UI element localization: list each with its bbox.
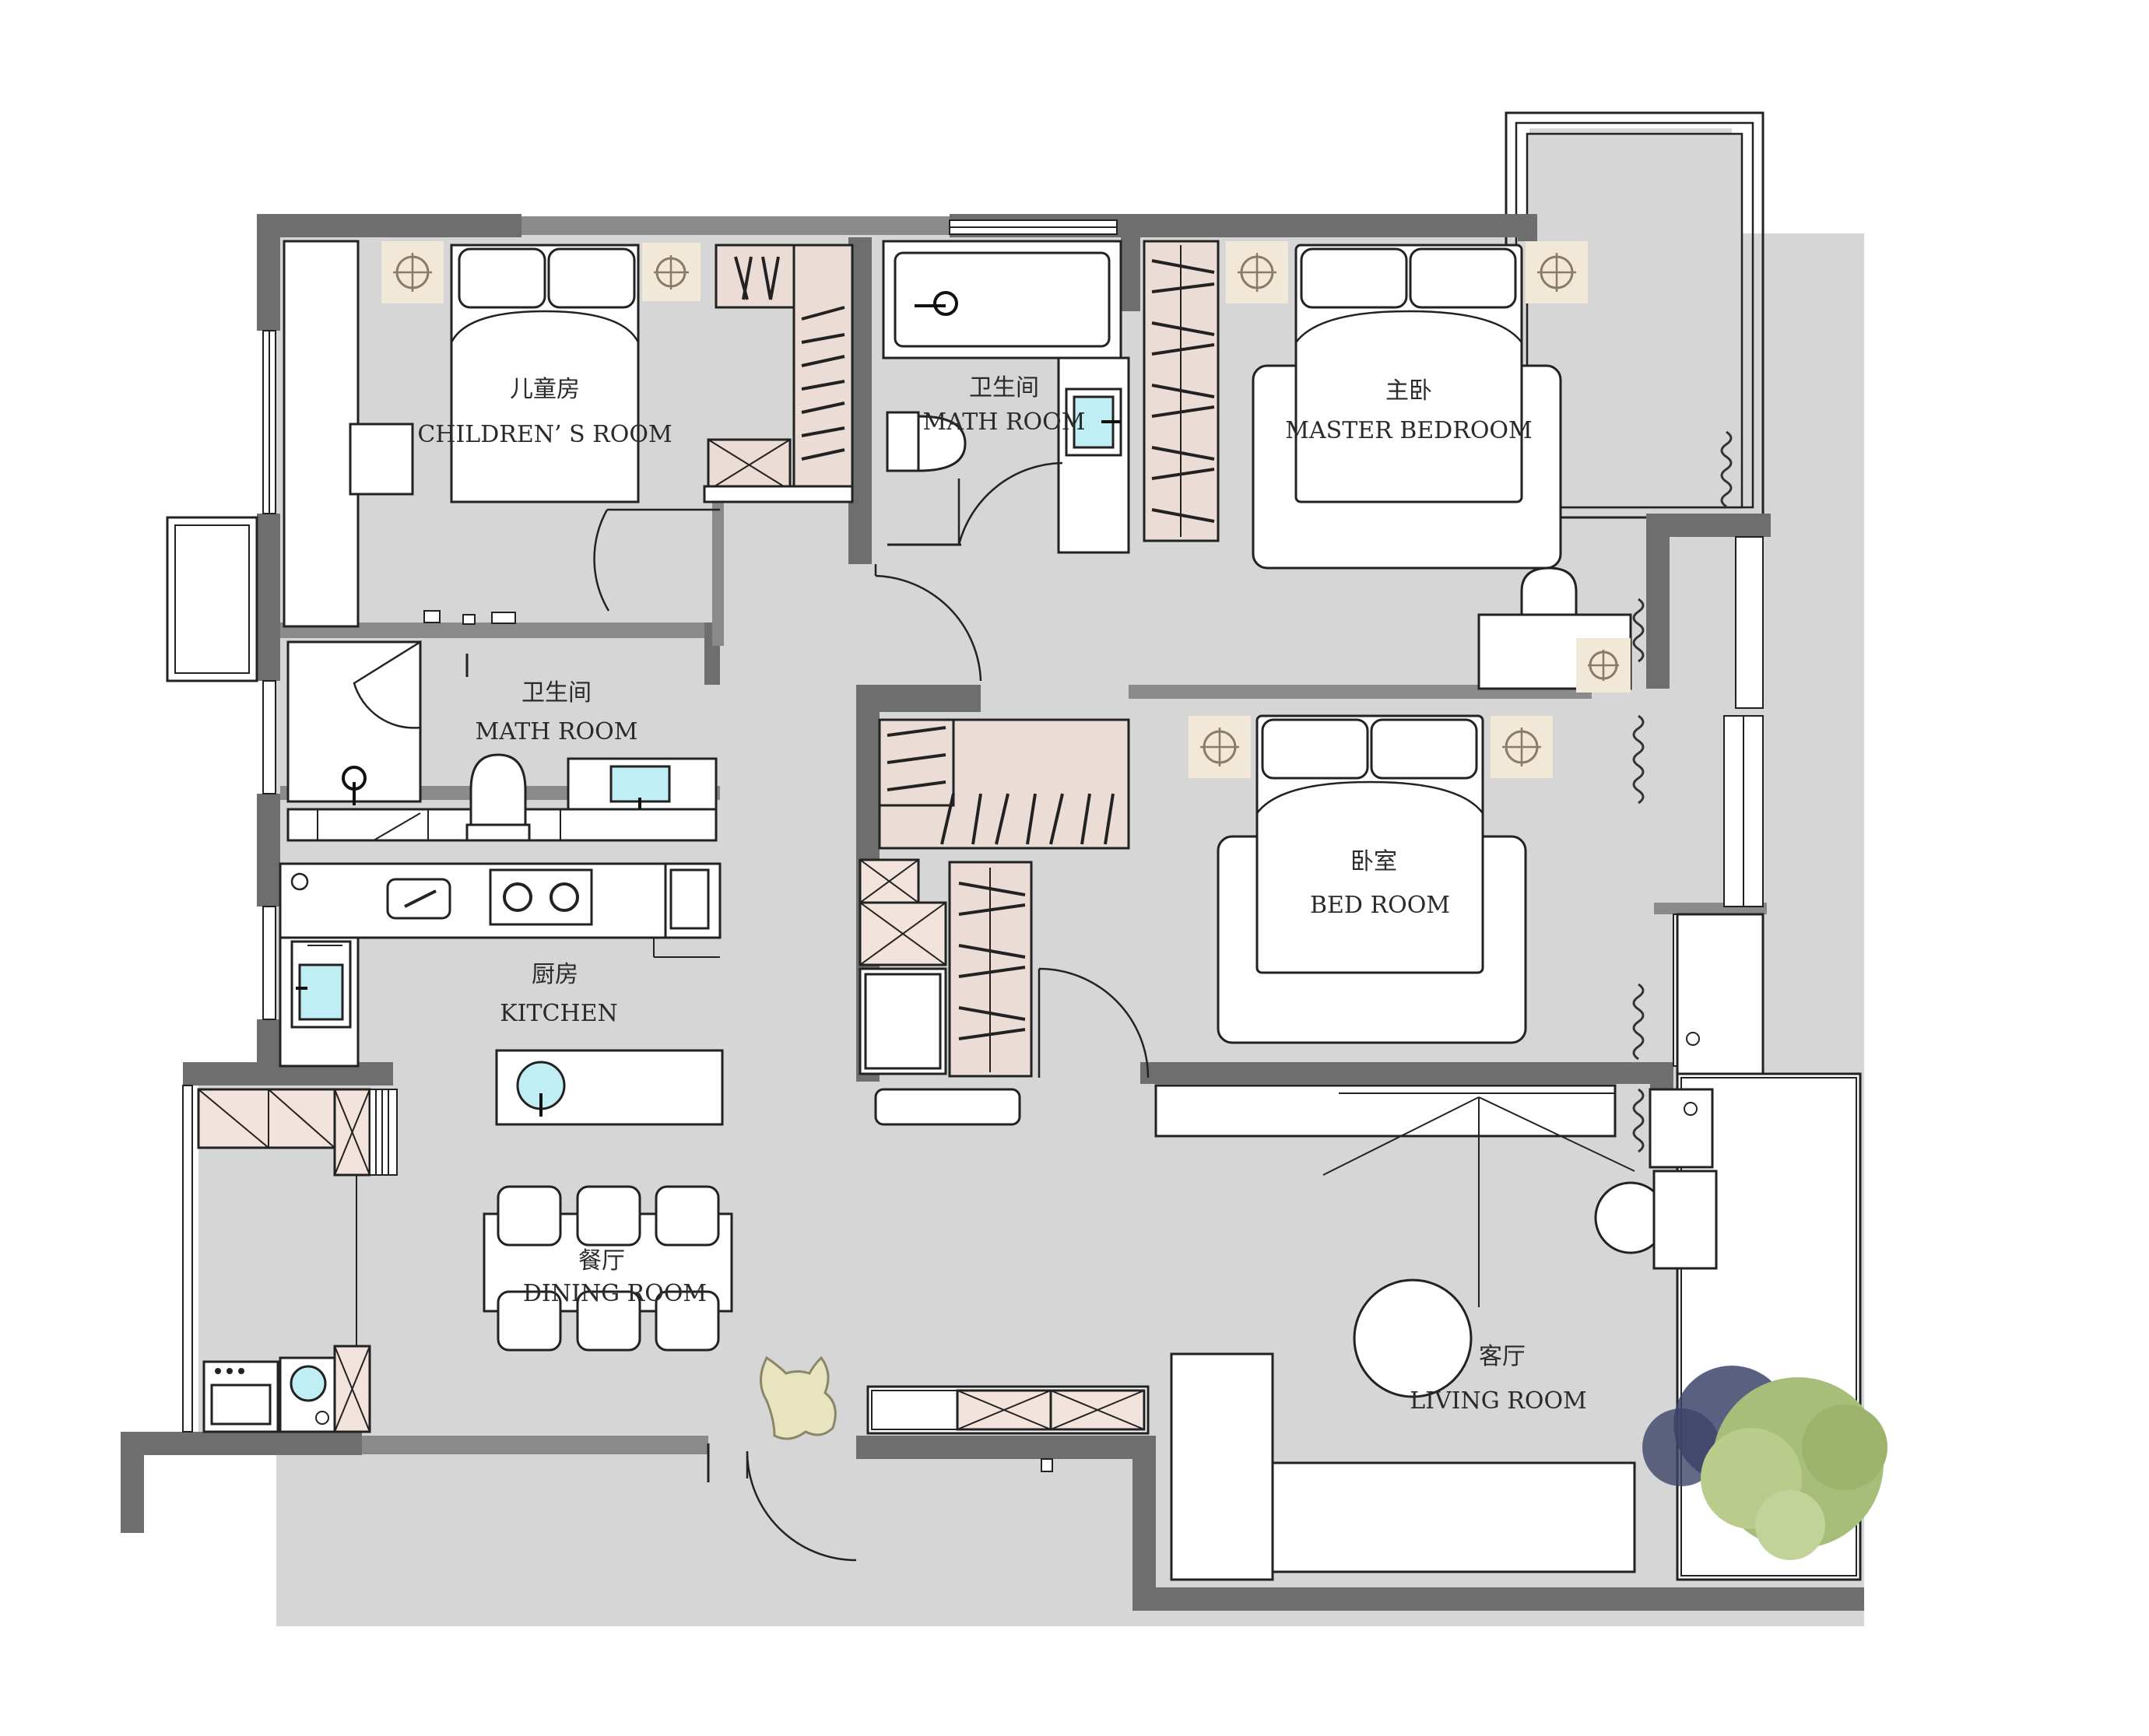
wardrobe-icon <box>703 244 854 503</box>
sink-icon <box>1065 388 1122 457</box>
door-swing-icon <box>957 461 1063 545</box>
sofa <box>1271 1461 1636 1573</box>
wardrobe-icon <box>878 718 1130 1078</box>
master-bedroom: 主卧 MASTER BEDROOM <box>1143 240 1632 693</box>
childrens-room: 儿童房 CHILDREN’ S ROOM <box>283 240 854 628</box>
ceiling-lamp-icon <box>1226 241 1288 303</box>
room-label-en: LIVING ROOM <box>1410 1387 1587 1415</box>
bed-icon <box>450 244 640 503</box>
door-swing-icon <box>593 508 720 612</box>
door-swing-icon <box>874 564 982 682</box>
room-label-en: MASTER BEDROOM <box>1285 417 1532 444</box>
wardrobe-icon <box>1143 240 1220 542</box>
stove-icon <box>489 868 593 926</box>
vanity-chair <box>1520 566 1578 616</box>
bench <box>874 1088 1021 1126</box>
sofa-chaise <box>1170 1352 1274 1581</box>
desk-counter <box>283 240 360 628</box>
room-label-en: KITCHEN <box>500 1000 618 1027</box>
room-label-cn: 卫生间 <box>969 374 1039 402</box>
door-swing-icon <box>353 640 422 729</box>
dining-area: 餐厅 DINING ROOM <box>483 1185 733 1352</box>
room-label-cn: 儿童房 <box>510 376 580 403</box>
washing-machine-icon <box>202 1360 279 1433</box>
plant-icon <box>1642 1366 1887 1560</box>
coffee-table <box>1353 1278 1473 1398</box>
bedroom: 卧室 BED ROOM <box>859 714 1553 1126</box>
room-label-cn: 卫生间 <box>521 679 592 707</box>
room-label-en: DINING ROOM <box>523 1280 707 1307</box>
sink-icon <box>342 766 367 805</box>
left-bathroom: 卫生间 MATH ROOM <box>286 640 718 842</box>
room-label-en: MATH ROOM <box>476 718 638 745</box>
living-room: 客厅 LIVING ROOM <box>866 1084 1667 1581</box>
room-label-cn: 卧室 <box>1350 848 1397 875</box>
sink-icon <box>567 757 718 811</box>
room-label-cn: 餐厅 <box>578 1247 625 1275</box>
ceiling-lamp-icon <box>1576 638 1631 693</box>
bed-icon <box>1294 244 1523 503</box>
room-label-en: MATH ROOM <box>923 409 1086 436</box>
room-label-cn: 厨房 <box>532 961 578 988</box>
ceiling-lamp-icon <box>1189 716 1251 778</box>
ceiling-lamp-icon <box>1526 241 1588 303</box>
room-label-cn: 客厅 <box>1479 1343 1526 1370</box>
side-table <box>349 423 414 496</box>
top-bathroom: 卫生间 MATH ROOM <box>882 240 1130 554</box>
balcony-fixtures <box>1649 913 1764 1270</box>
kitchen: 厨房 KITCHEN <box>279 862 724 1126</box>
kitchen-island <box>495 1049 724 1126</box>
room-label-en: BED ROOM <box>1310 892 1450 919</box>
bathtub-icon <box>882 240 1122 359</box>
bed-icon <box>1255 714 1484 974</box>
sink-icon <box>290 940 352 1029</box>
room-label-cn: 主卧 <box>1385 377 1432 405</box>
room-label-en: CHILDREN’ S ROOM <box>417 421 672 448</box>
ceiling-lamp-icon <box>642 243 701 301</box>
door-swing-icon <box>746 1450 857 1562</box>
ceiling-lamp-icon <box>381 241 444 303</box>
toilet-icon <box>465 753 531 842</box>
door-swing-icon <box>1038 967 1150 1078</box>
balcony-top <box>1505 111 1764 519</box>
ceiling-lamp-icon <box>1491 716 1553 778</box>
laundry-area <box>197 1088 398 1433</box>
dining-chair-icon <box>497 1185 720 1352</box>
toilet-icon <box>886 411 967 472</box>
dog-icon <box>760 1355 837 1440</box>
